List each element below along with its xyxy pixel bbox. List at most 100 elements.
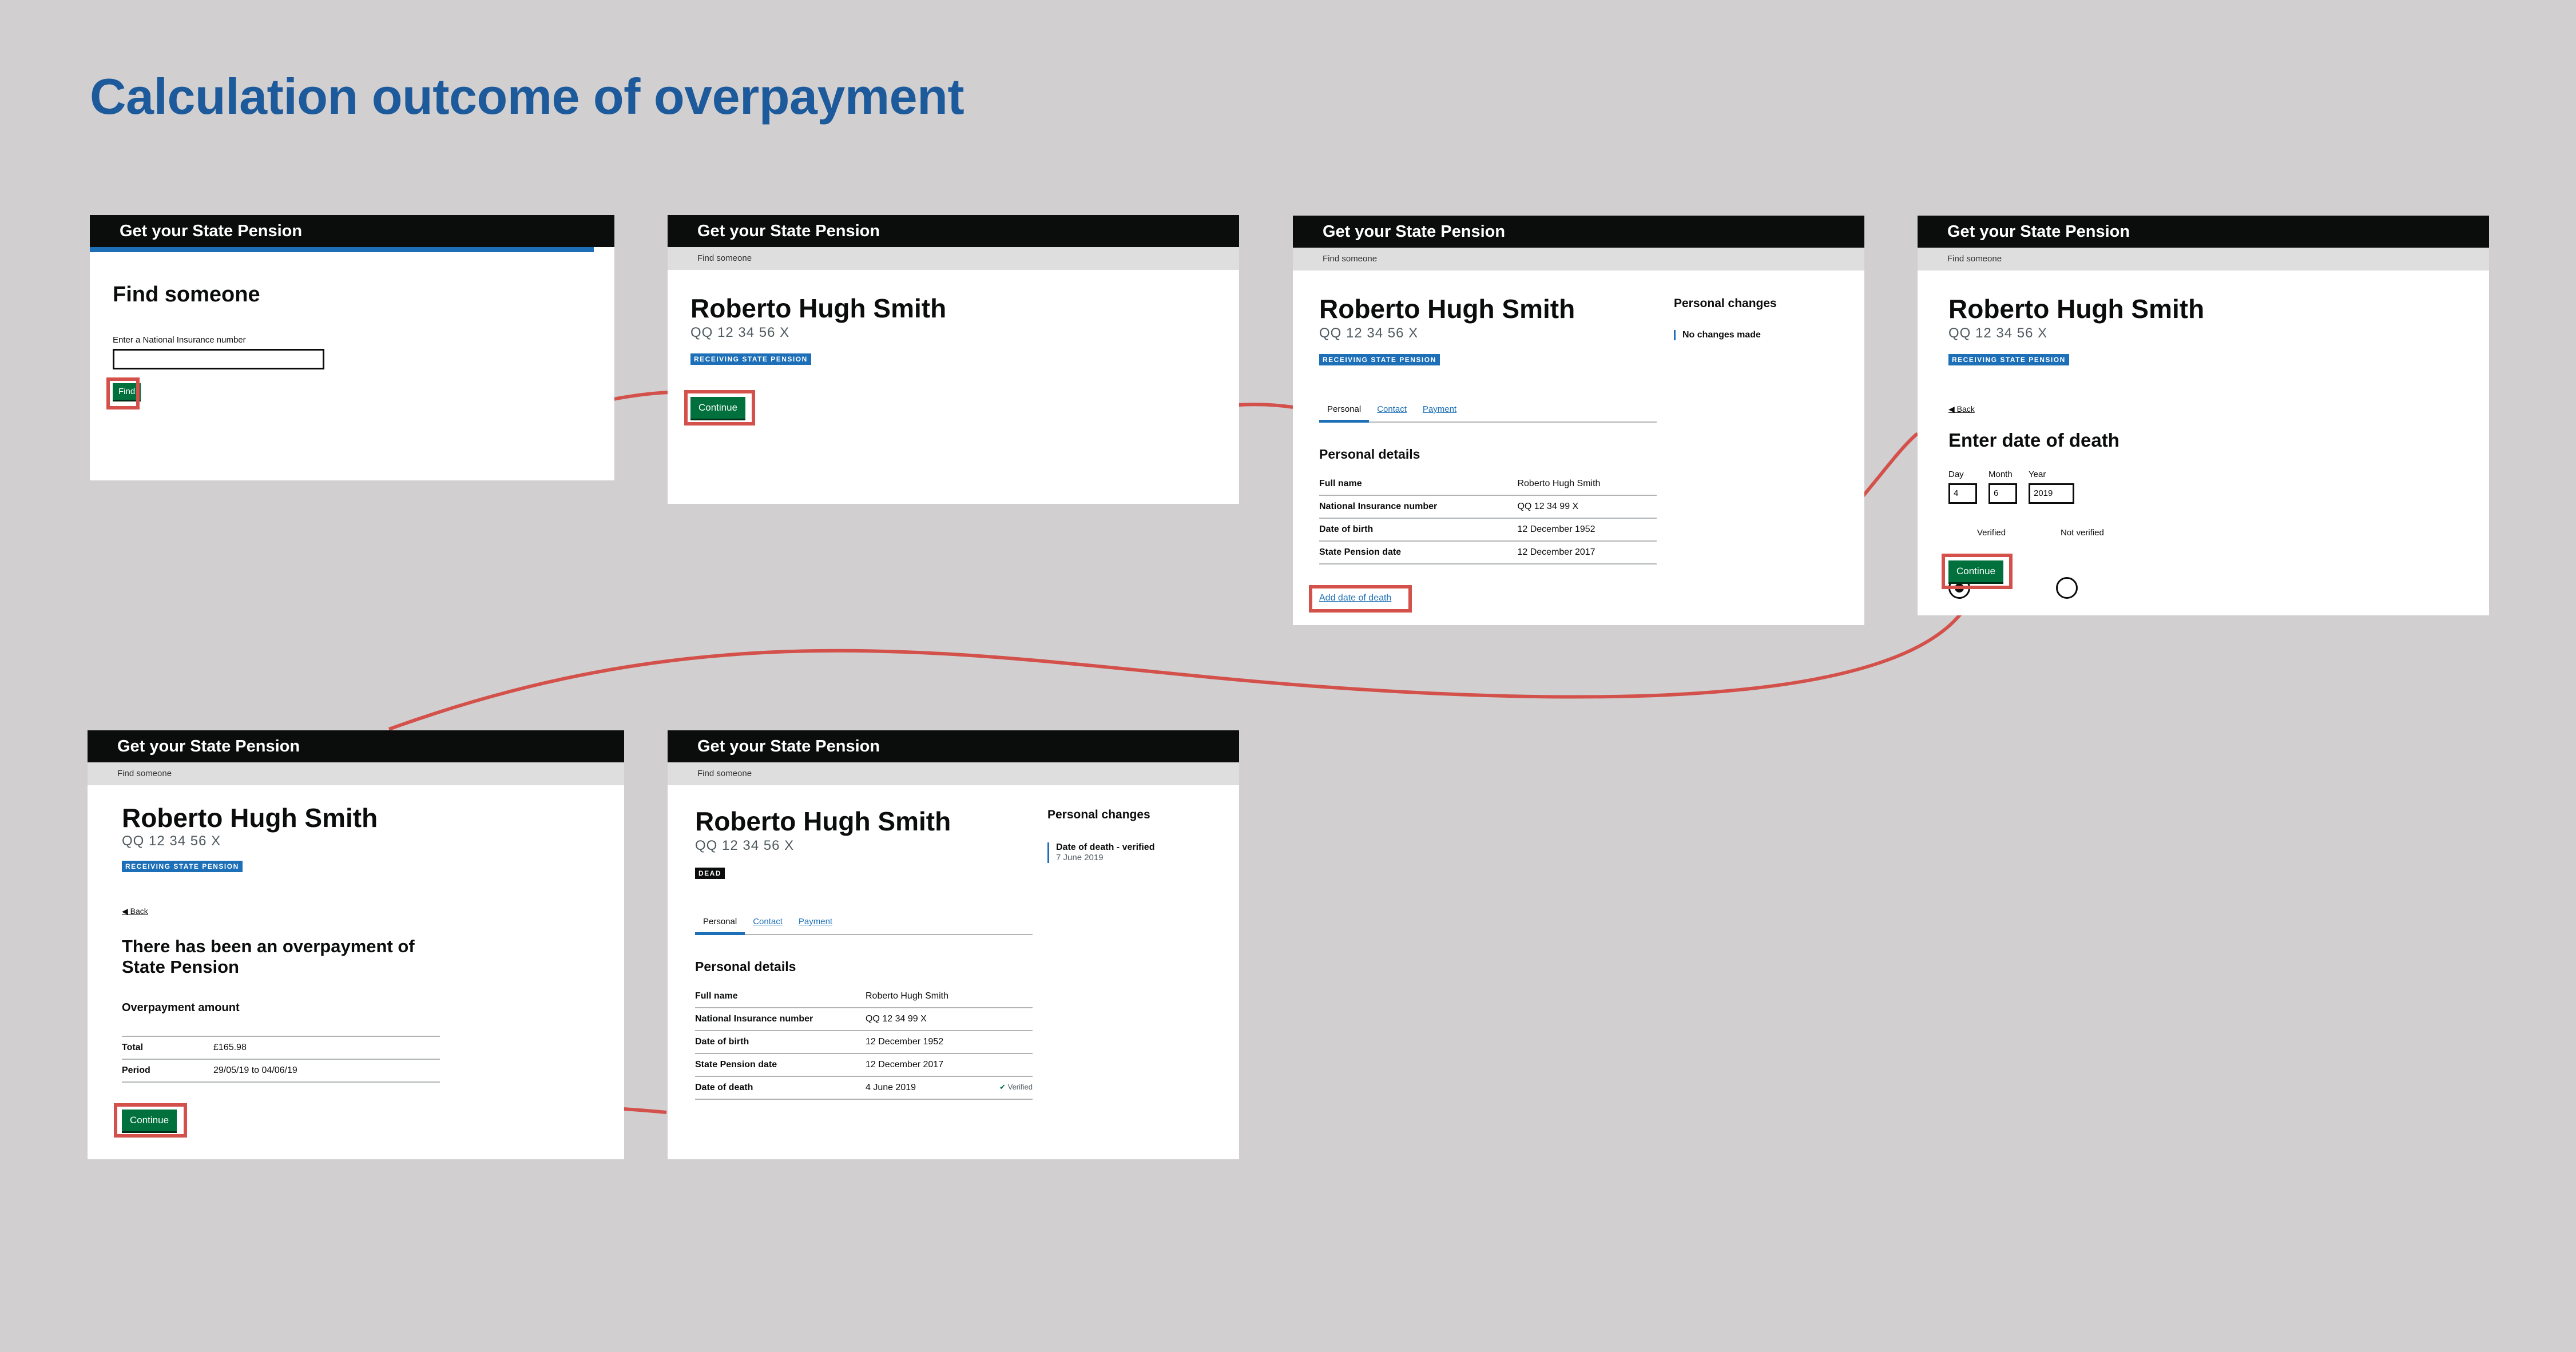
year-input[interactable]: 2019 xyxy=(2029,483,2074,504)
highlight-continue-button xyxy=(114,1103,187,1138)
back-link[interactable]: ◀ Back xyxy=(1948,404,1975,413)
tab-personal[interactable]: Personal xyxy=(695,912,745,935)
find-button[interactable]: Find xyxy=(113,383,141,400)
no-changes-text: No changes made xyxy=(1674,330,1761,340)
changes-heading: Personal changes xyxy=(1047,808,1150,821)
highlight-continue-button xyxy=(1942,554,2013,589)
tab-contact[interactable]: Contact xyxy=(753,917,783,926)
breadcrumb[interactable]: Find someone xyxy=(668,247,1239,270)
personal-details-heading: Personal details xyxy=(1319,447,1420,462)
breadcrumb[interactable]: Find someone xyxy=(1293,248,1864,271)
status-badge: RECEIVING STATE PENSION xyxy=(690,353,811,365)
change-item-date: 7 June 2019 xyxy=(1056,853,1104,862)
row-key: Date of death xyxy=(695,1076,866,1100)
person-nino: QQ 12 34 56 X xyxy=(1948,325,2048,341)
year-label: Year xyxy=(2029,470,2046,479)
month-label: Month xyxy=(1988,470,2013,479)
status-badge: RECEIVING STATE PENSION xyxy=(122,861,243,872)
screen-find-someone: Get your State Pension Find someone Ente… xyxy=(90,215,614,480)
nino-label: Enter a National Insurance number xyxy=(113,335,246,345)
row-key: State Pension date xyxy=(1319,541,1518,564)
row-value: QQ 12 34 99 X xyxy=(1517,495,1657,519)
tab-payment[interactable]: Payment xyxy=(798,917,833,926)
back-link[interactable]: ◀ Back xyxy=(122,906,148,916)
screen-personal-details: Get your State Pension Find someone Robe… xyxy=(1293,216,1864,625)
continue-button[interactable]: Continue xyxy=(122,1110,177,1131)
day-input[interactable]: 4 xyxy=(1948,483,1977,504)
breadcrumb[interactable]: Find someone xyxy=(88,762,624,785)
screen-updated-personal-details: Get your State Pension Find someone Robe… xyxy=(668,730,1239,1159)
row-value: 12 December 2017 xyxy=(866,1053,985,1077)
service-header: Get your State Pension xyxy=(1293,216,1864,248)
person-name: Roberto Hugh Smith xyxy=(1948,294,2205,324)
dead-badge: DEAD xyxy=(695,868,725,879)
screen-enter-date-of-death: Get your State Pension Find someone Robe… xyxy=(1918,216,2489,615)
change-item: Date of death - verified 7 June 2019 xyxy=(1047,842,1154,863)
radio-verified-label: Verified xyxy=(1977,528,2006,538)
personal-details-heading: Personal details xyxy=(695,959,796,974)
add-date-of-death-link[interactable]: Add date of death xyxy=(1319,593,1392,603)
service-header: Get your State Pension xyxy=(668,215,1239,247)
tab-personal[interactable]: Personal xyxy=(1319,400,1370,423)
back-label: Back xyxy=(130,906,148,916)
service-header: Get your State Pension xyxy=(668,730,1239,762)
continue-button[interactable]: Continue xyxy=(1948,560,2004,582)
table-row: Date of death 4 June 2019 ✔ Verified xyxy=(695,1076,1033,1100)
highlight-find-button xyxy=(106,377,140,409)
row-key: National Insurance number xyxy=(695,1008,866,1031)
radio-not-verified-label: Not verified xyxy=(2061,528,2104,538)
changes-heading: Personal changes xyxy=(1674,297,1777,310)
breadcrumb[interactable]: Find someone xyxy=(1918,248,2489,271)
status-badge: RECEIVING STATE PENSION xyxy=(1319,354,1440,365)
change-item-title: Date of death - verified xyxy=(1056,842,1155,852)
table-row: Total£165.98 xyxy=(122,1036,440,1060)
tab-payment[interactable]: Payment xyxy=(1422,404,1457,414)
find-heading: Find someone xyxy=(113,283,260,307)
row-value: 12 December 1952 xyxy=(1517,518,1657,542)
radio-not-verified[interactable] xyxy=(2056,577,2078,599)
row-key: Full name xyxy=(695,985,866,1008)
row-value: 12 December 2017 xyxy=(1517,541,1657,564)
breadcrumb[interactable]: Find someone xyxy=(668,762,1239,785)
nino-input[interactable] xyxy=(113,349,324,369)
row-value: QQ 12 34 99 X xyxy=(866,1008,985,1031)
row-key: Period xyxy=(122,1059,213,1083)
person-name: Roberto Hugh Smith xyxy=(1319,294,1575,324)
status-badge: RECEIVING STATE PENSION xyxy=(1948,354,2069,365)
row-value: 29/05/19 to 04/06/19 xyxy=(213,1059,440,1083)
row-key: National Insurance number xyxy=(1319,495,1518,519)
day-label: Day xyxy=(1948,470,1964,479)
row-key: Date of birth xyxy=(695,1031,866,1054)
person-nino: QQ 12 34 56 X xyxy=(1319,325,1419,341)
check-icon: ✔ xyxy=(999,1083,1006,1091)
person-name: Roberto Hugh Smith xyxy=(690,293,947,323)
verified-label: Verified xyxy=(1007,1083,1033,1091)
row-key: Total xyxy=(122,1036,213,1060)
row-value: 4 June 2019 xyxy=(866,1076,985,1100)
overpayment-amount-heading: Overpayment amount xyxy=(122,1001,240,1014)
header-accent-bar xyxy=(90,247,594,252)
person-name: Roberto Hugh Smith xyxy=(122,803,378,833)
person-name: Roberto Hugh Smith xyxy=(695,806,951,836)
tabs: Personal Contact Payment xyxy=(695,912,1033,935)
connector-4-5 xyxy=(388,583,1978,731)
person-nino: QQ 12 34 56 X xyxy=(690,325,790,340)
row-value: Roberto Hugh Smith xyxy=(1517,473,1657,496)
month-input[interactable]: 6 xyxy=(1988,483,2017,504)
row-key: State Pension date xyxy=(695,1053,866,1077)
row-value: 12 December 1952 xyxy=(866,1031,985,1054)
tab-contact[interactable]: Contact xyxy=(1377,404,1407,414)
screen-person-summary: Get your State Pension Find someone Robe… xyxy=(668,215,1239,504)
service-header: Get your State Pension xyxy=(90,215,614,247)
verified-status: ✔ Verified xyxy=(985,1076,1033,1100)
continue-button[interactable]: Continue xyxy=(690,397,746,419)
